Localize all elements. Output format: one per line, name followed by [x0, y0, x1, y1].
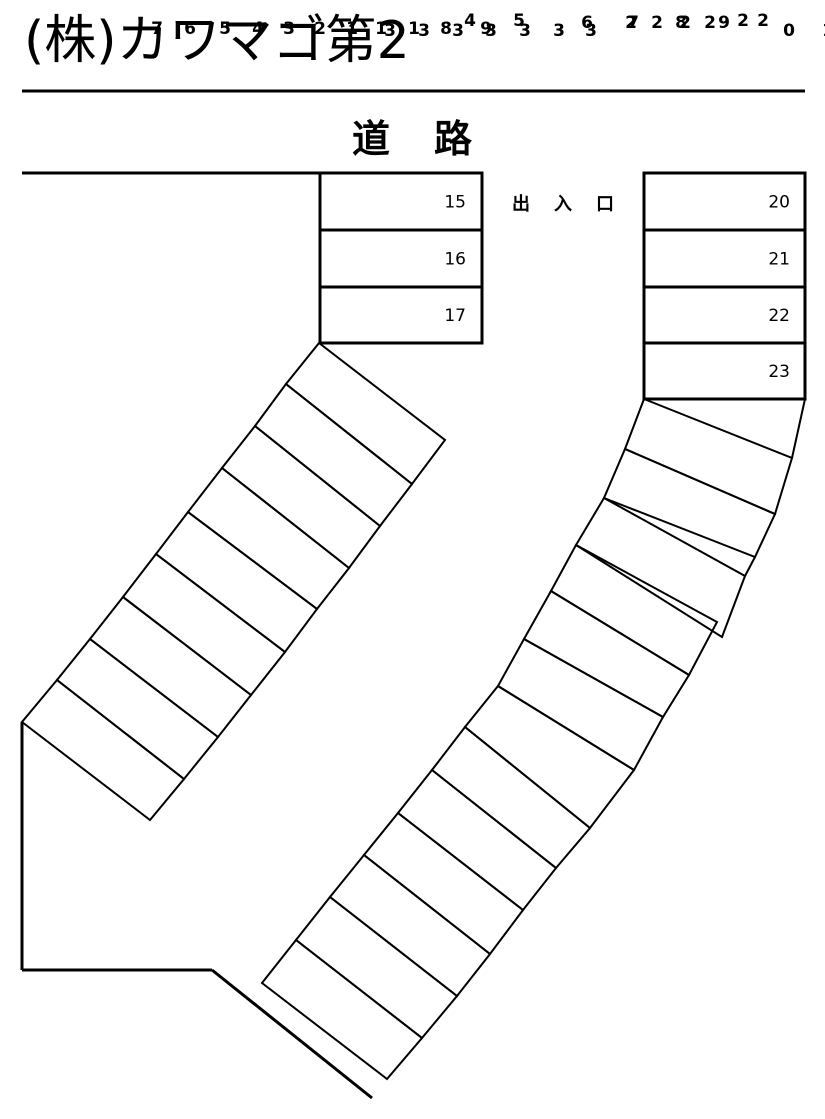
space-number-3: 3 — [283, 19, 295, 39]
parking-space-36 — [260, 938, 424, 1081]
space-number-1: 1 — [346, 19, 358, 39]
space-number-28: 28 — [651, 13, 687, 33]
parking-space-1 — [220, 424, 382, 570]
parking-space-25 — [602, 447, 777, 559]
parking-space-34 — [328, 853, 492, 998]
parking-space-35 — [294, 895, 459, 1040]
road-label: 道路 — [352, 117, 517, 161]
parking-space-7 — [20, 678, 186, 822]
space-number-21: 21 — [768, 250, 790, 270]
space-number-23: 23 — [768, 362, 790, 382]
space-number-16: 16 — [444, 250, 466, 270]
parking-space-26 — [574, 496, 747, 639]
parking-space-30 — [463, 684, 636, 830]
lot-bottom-diagonal — [211, 968, 373, 1100]
parking-space-18 — [284, 341, 447, 486]
parking-space-24 — [623, 397, 794, 516]
parking-space-33 — [362, 811, 525, 956]
space-number-17: 17 — [444, 306, 466, 326]
space-number-6: 6 — [184, 19, 196, 39]
parking-space-27 — [549, 543, 719, 677]
space-number-15: 15 — [444, 193, 466, 213]
entrance-label: 出入口 — [512, 194, 638, 215]
parking-space-17 — [318, 285, 484, 345]
space-number-7: 7 — [151, 19, 163, 39]
parking-space-19 — [253, 382, 414, 528]
space-number-22: 22 — [768, 306, 790, 326]
space-number-20: 20 — [768, 193, 790, 213]
parking-space-29 — [496, 637, 665, 772]
parking-space-5 — [88, 595, 253, 739]
right-row-outer-edge-top — [791, 398, 806, 459]
parking-space-3 — [154, 510, 319, 654]
space-number-32: 32 — [519, 21, 825, 41]
space-number-18: 18 — [408, 19, 452, 39]
space-number-5: 5 — [219, 19, 231, 39]
parking-space-23 — [642, 341, 807, 401]
space-number-2: 2 — [314, 19, 326, 39]
parking-space-4 — [121, 552, 287, 697]
right-row-outer-edge-mid — [744, 556, 756, 577]
parking-space-32 — [396, 768, 558, 912]
parking-space-6 — [55, 637, 220, 781]
lot-title: (株)カワマゴ第2 — [24, 11, 410, 71]
parking-space-31 — [430, 725, 592, 870]
space-number-26: 26 — [581, 13, 716, 33]
parking-space-2 — [186, 466, 351, 611]
space-number-4: 4 — [252, 19, 264, 39]
